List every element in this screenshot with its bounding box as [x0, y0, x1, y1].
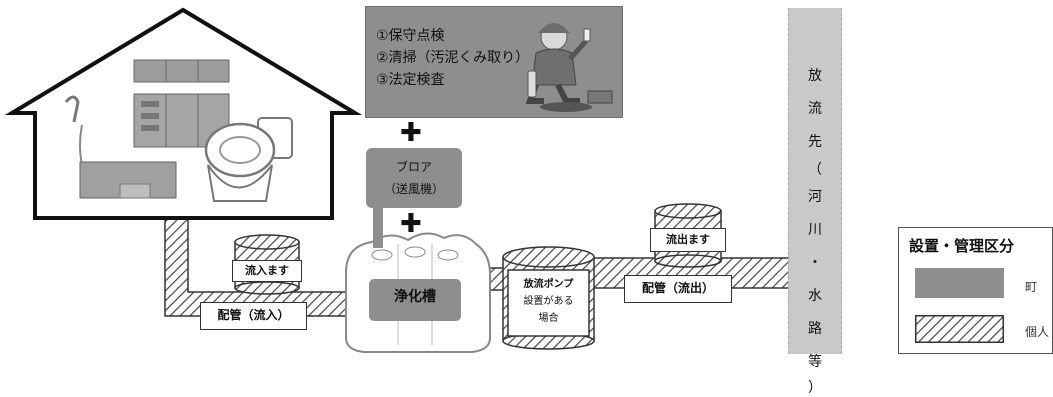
maintenance-item-inspection: ①保守点検 [376, 28, 445, 44]
plus-icon: ✚ [400, 209, 422, 239]
pump-label-line3: 場合 [538, 313, 559, 324]
pump-drum [502, 246, 595, 350]
pump-label-line2: 設置がある [523, 296, 574, 307]
pipe-outflow-label: 配管（流出） [624, 275, 732, 303]
pipe-inflow-label: 配管（流入） [200, 302, 307, 330]
worker-illustration [525, 23, 613, 112]
blower-label: ブロア [395, 160, 432, 174]
house [4, 7, 363, 220]
blower-box: ブロア （送風機） [366, 148, 462, 208]
discharge-destination-column: 放 流 先 （ 河 川 ・ 水 路 等 ） [788, 8, 842, 396]
legend-individual-swatch [915, 315, 1004, 343]
maintenance-item-cleaning: ②清掃（汚泥くみ取り） [376, 50, 530, 66]
discharge-destination-label: 放 流 先 （ 河 川 ・ 水 路 等 ） [808, 68, 822, 396]
maintenance-panel: ①保守点検 ②清掃（汚泥くみ取り） ③法定検査 [365, 6, 623, 118]
outflow-basin-label: 流出ます [650, 228, 726, 252]
legend-title: 設置・管理区分 [909, 237, 1015, 255]
blower-sub-label: （送風機） [383, 182, 444, 196]
pump-label-line1: 放流ポンプ [523, 279, 574, 290]
septic-tank [345, 232, 491, 353]
plus-icon: ✚ [400, 118, 422, 148]
legend: 設置・管理区分 町 個人 [898, 227, 1053, 354]
inflow-basin-label: 流入ます [232, 260, 302, 282]
diagram-drawing [4, 7, 791, 353]
pump-label: 放流ポンプ 設置がある 場合 [508, 276, 589, 327]
blower-post [373, 208, 383, 248]
maintenance-item-legal-check: ③法定検査 [376, 72, 445, 88]
legend-individual-label: 個人 [1025, 325, 1050, 339]
legend-town-label: 町 [1025, 280, 1038, 294]
septic-tank-label: 浄化槽 [394, 289, 436, 305]
maintenance-list: ①保守点検 ②清掃（汚泥くみ取り） ③法定検査 [376, 25, 529, 91]
legend-town-swatch [915, 268, 1004, 298]
